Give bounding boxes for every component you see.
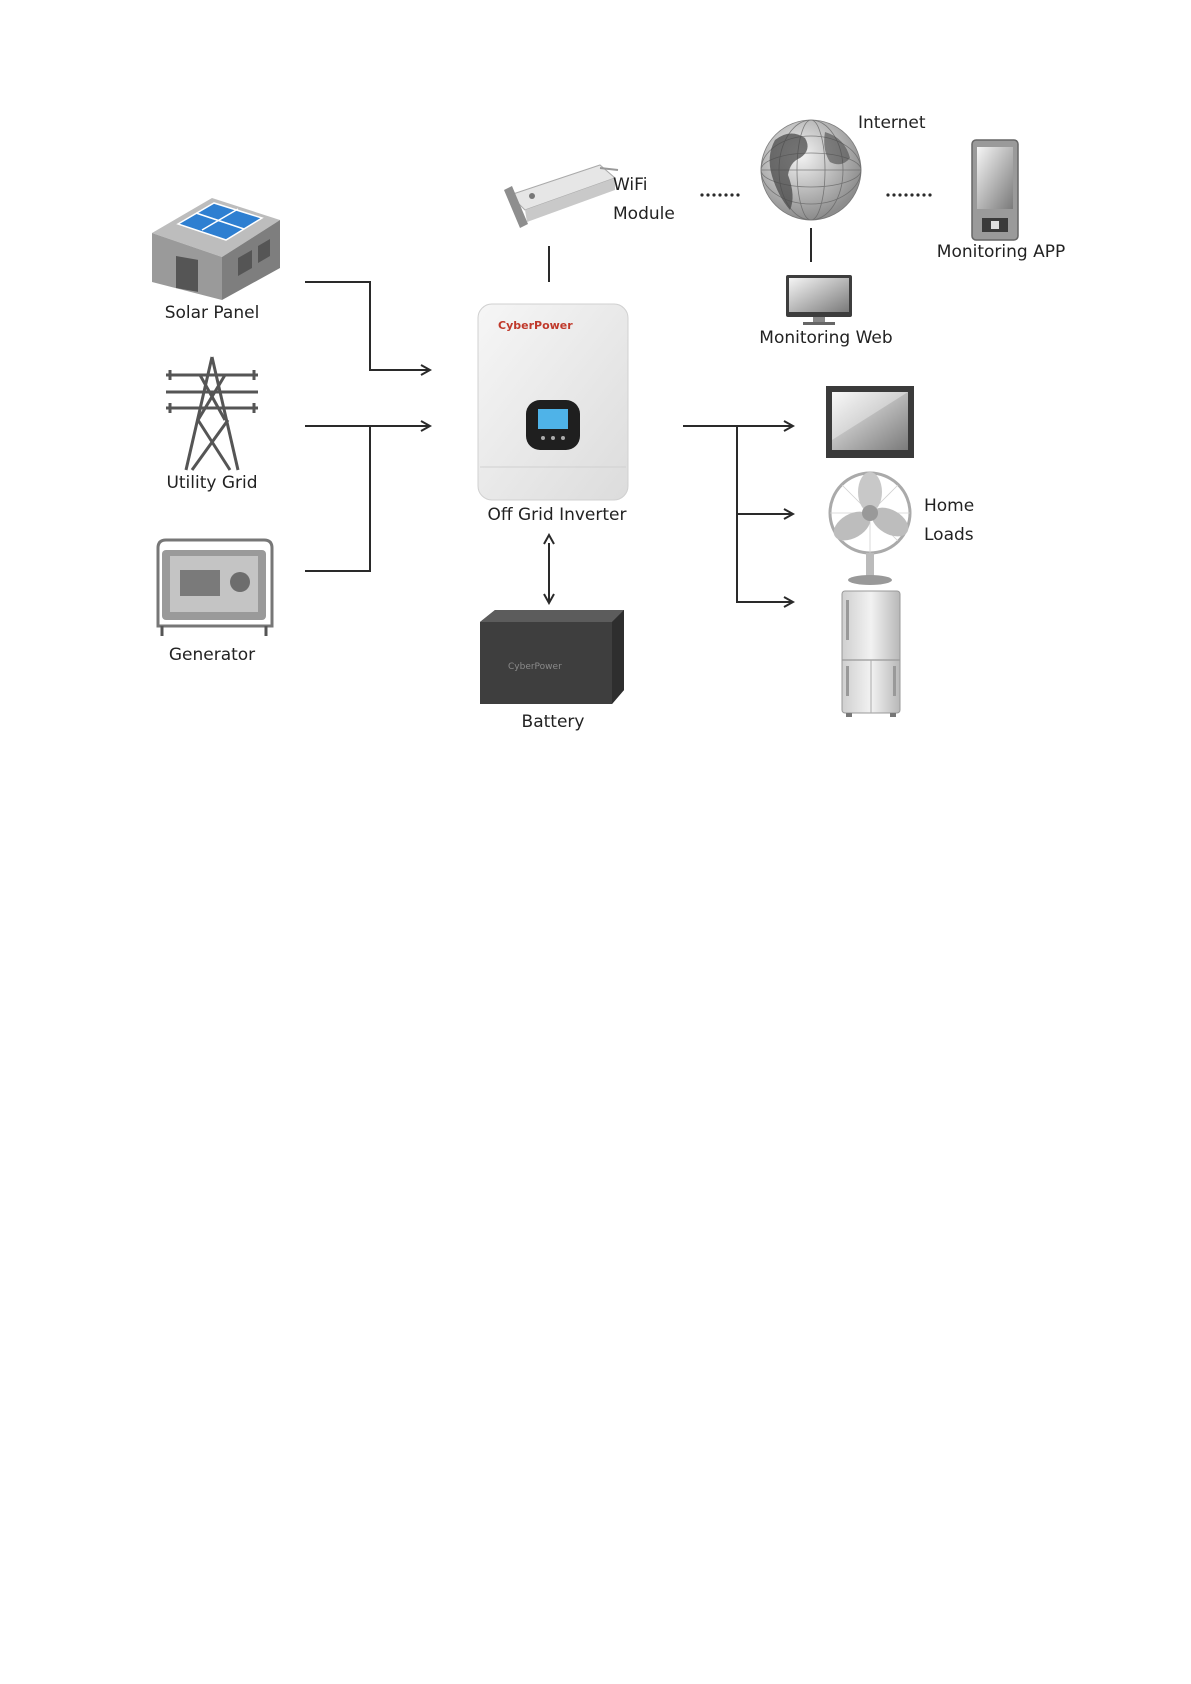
loads-label: Loads [924, 525, 974, 545]
globe-icon [761, 120, 861, 220]
pylon-icon [166, 357, 258, 470]
internet-app-dots [886, 193, 931, 196]
monitoring-web-label: Monitoring Web [759, 328, 892, 348]
tv-icon [826, 386, 914, 458]
generator-label: Generator [169, 645, 255, 665]
off-grid-system-diagram: CyberPower CyberPower [0, 0, 1191, 800]
utility-grid-label: Utility Grid [166, 473, 257, 493]
branch-fridge-line [737, 514, 793, 602]
home-label: Home [924, 496, 974, 516]
wifi-module-icon [504, 165, 618, 228]
wifi-label: WiFi [613, 175, 647, 195]
solar-panel-label: Solar Panel [165, 303, 260, 323]
house-solar-icon [152, 198, 280, 300]
solar-to-inverter-line [305, 282, 430, 370]
branch-fan-line [737, 426, 793, 514]
battery-brand-text: CyberPower [508, 662, 562, 672]
inverter-brand-text: CyberPower [498, 319, 573, 332]
battery-icon: CyberPower [480, 610, 624, 704]
monitoring-app-label: Monitoring APP [937, 242, 1065, 262]
wifi-internet-dots [700, 193, 739, 196]
generator-icon [158, 540, 272, 636]
inverter-label: Off Grid Inverter [488, 505, 627, 525]
module-label: Module [613, 204, 675, 224]
generator-to-inverter-line [305, 426, 370, 571]
phone-icon [972, 140, 1018, 240]
inverter-icon: CyberPower [478, 304, 628, 500]
diagram-canvas: CyberPower CyberPower [0, 0, 1191, 800]
fridge-icon [842, 591, 900, 717]
battery-label: Battery [522, 712, 585, 732]
fan-icon [829, 472, 914, 585]
internet-label: Internet [858, 113, 926, 133]
monitor-icon [786, 275, 852, 325]
